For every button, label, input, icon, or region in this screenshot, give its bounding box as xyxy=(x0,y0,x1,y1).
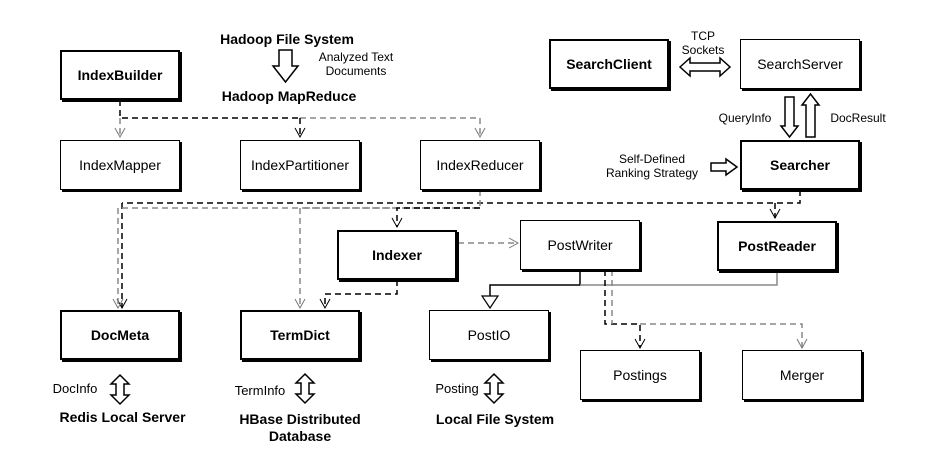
hbase-label-line1: HBase Distributed xyxy=(239,411,361,427)
hbase-label-line2: Database xyxy=(268,428,332,444)
post-writer-box: PostWriter xyxy=(520,220,640,270)
post-reader-label: PostReader xyxy=(738,238,816,254)
tcp-double-arrow xyxy=(678,56,732,78)
doc-meta-label: DocMeta xyxy=(90,327,150,343)
indexer-connectors xyxy=(319,237,520,310)
postings-box: Postings xyxy=(580,350,700,400)
self-defined-label: Self-Defined xyxy=(618,152,686,166)
term-info-label: TermInfo xyxy=(234,383,286,398)
index-partitioner-box: IndexPartitioner xyxy=(240,140,360,190)
searcher-box: Searcher xyxy=(740,140,860,190)
postings-label: Postings xyxy=(613,367,667,383)
merger-box: Merger xyxy=(742,350,862,400)
post-io-label: PostIO xyxy=(467,327,511,343)
index-builder-label: IndexBuilder xyxy=(77,67,163,83)
posting-label: Posting xyxy=(435,381,479,396)
builder-to-mr-connectors xyxy=(114,100,486,139)
doc-result-label: DocResult xyxy=(830,111,886,125)
post-reader-box: PostReader xyxy=(717,221,837,271)
tcp-label: TCP xyxy=(691,29,715,43)
query-info-label: QueryInfo xyxy=(718,111,772,125)
search-server-label: SearchServer xyxy=(757,56,843,72)
local-fs-label: Local File System xyxy=(435,411,555,427)
search-client-label: SearchClient xyxy=(566,56,652,72)
post-connectors xyxy=(480,270,808,350)
searcher-label: Searcher xyxy=(770,157,830,173)
analyzed-text-label: Analyzed Text xyxy=(318,50,394,64)
hadoop-mapreduce-label: Hadoop MapReduce xyxy=(221,88,357,104)
doc-meta-box: DocMeta xyxy=(60,310,180,360)
documents-label: Documents xyxy=(325,64,387,78)
result-up-arrow xyxy=(800,92,821,138)
index-reducer-box: IndexReducer xyxy=(420,140,540,190)
query-down-arrow xyxy=(779,96,800,139)
term-dict-box: TermDict xyxy=(240,310,360,360)
hadoop-down-arrow xyxy=(271,49,300,84)
indexer-label: Indexer xyxy=(372,247,422,263)
posting-double-arrow xyxy=(483,372,505,405)
merger-label: Merger xyxy=(779,367,825,383)
searcher-to-storage-connectors xyxy=(112,190,801,310)
hadoop-fs-label: Hadoop File System xyxy=(220,31,354,47)
post-writer-label: PostWriter xyxy=(547,237,613,253)
indexer-box: Indexer xyxy=(337,230,457,280)
search-server-box: SearchServer xyxy=(740,39,860,89)
index-mapper-label: IndexMapper xyxy=(79,157,161,173)
index-partitioner-label: IndexPartitioner xyxy=(250,157,350,173)
index-builder-box: IndexBuilder xyxy=(60,50,180,100)
redis-label: Redis Local Server xyxy=(59,409,186,425)
search-client-box: SearchClient xyxy=(549,39,669,89)
post-io-box: PostIO xyxy=(429,310,549,360)
ranking-strategy-label: Ranking Strategy xyxy=(605,166,699,180)
ranking-right-arrow xyxy=(710,157,739,177)
index-reducer-label: IndexReducer xyxy=(436,157,524,173)
terminfo-double-arrow xyxy=(294,372,316,405)
docinfo-double-arrow xyxy=(109,373,131,406)
sockets-label: Sockets xyxy=(681,43,725,57)
doc-info-label: DocInfo xyxy=(52,381,98,396)
index-mapper-box: IndexMapper xyxy=(60,140,180,190)
term-dict-label: TermDict xyxy=(270,327,330,343)
